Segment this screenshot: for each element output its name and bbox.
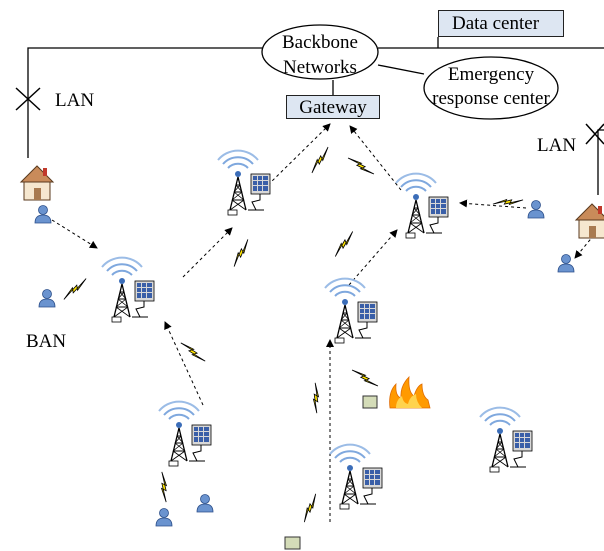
lightning-icon — [180, 336, 206, 368]
lightning-icon — [304, 146, 336, 174]
fire-icon — [389, 375, 431, 409]
lightning-icon — [351, 362, 379, 394]
lightning-icon — [59, 278, 91, 300]
data-center-box — [438, 10, 564, 37]
data-center-label: Data center — [452, 13, 540, 34]
lightning-icon — [295, 493, 325, 523]
sensor-tower-icon — [101, 256, 155, 323]
sensor-box-icon — [284, 536, 301, 550]
lightning-icon — [492, 192, 524, 212]
arrow-person-right-to-tower-c — [459, 199, 527, 209]
arrow-tower-a-to-tower-b — [182, 227, 233, 278]
backbone-ellipse — [261, 24, 379, 80]
person-icon — [38, 289, 56, 308]
lan-left-break-icon — [15, 87, 41, 111]
sensor-tower-icon — [324, 277, 378, 344]
person-icon — [196, 494, 214, 513]
sensor-tower-icon — [158, 400, 212, 467]
person-icon — [527, 200, 545, 219]
person-icon — [34, 205, 52, 224]
lightning-icon — [154, 471, 174, 503]
arrow-person-left-to-tower — [51, 219, 98, 249]
lan-right-label: LAN — [537, 135, 577, 156]
person-icon — [155, 508, 173, 527]
backbone-label: Backbone Networks — [282, 32, 358, 78]
gateway-label: Gateway — [299, 97, 367, 118]
lightning-icon — [305, 382, 327, 414]
arrow-house-right-to-person — [574, 234, 595, 259]
house-icon — [575, 203, 604, 239]
sensor-box-icon — [362, 395, 378, 409]
arrow-tower-d-to-tower-c — [348, 229, 398, 286]
sensor-tower-icon — [479, 406, 533, 473]
lightning-icon — [226, 239, 256, 267]
lightning-icon — [328, 231, 360, 257]
gateway-box — [286, 95, 380, 119]
house-icon — [20, 165, 54, 201]
sensor-tower-icon — [329, 443, 383, 510]
emergency-link — [377, 64, 425, 75]
lightning-icon — [347, 150, 375, 182]
backbone-link-left — [27, 47, 263, 158]
person-icon — [557, 254, 575, 273]
arrow-tower-b-to-gateway — [267, 123, 331, 186]
lan-left-label: LAN — [55, 90, 95, 111]
emergency-label: Emergency response center — [432, 64, 550, 109]
emergency-ellipse — [423, 56, 559, 120]
arrow-tower-e-to-tower-a — [164, 321, 204, 406]
arrow-tower-c-to-gateway — [349, 125, 402, 191]
sensor-tower-icon — [217, 149, 271, 216]
ban-label: BAN — [26, 331, 67, 352]
sensor-tower-icon — [395, 172, 449, 239]
lan-right-break-icon — [585, 123, 604, 145]
